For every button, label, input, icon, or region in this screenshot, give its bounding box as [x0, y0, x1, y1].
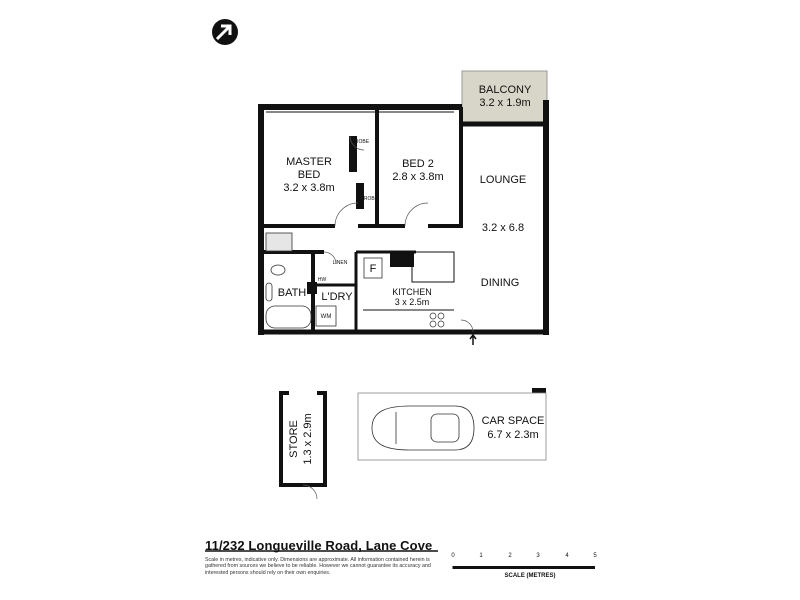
- fridge: [363, 257, 383, 279]
- bed2-size: 2.8 x 3.8m: [392, 171, 443, 183]
- car-icon: [371, 405, 475, 451]
- dining-name: DINING: [481, 277, 520, 289]
- wall-blocks: [307, 136, 546, 393]
- disclaimer-text: Scale in metres, indicative only. Dimens…: [205, 557, 431, 576]
- scale-bar: 0 1 2 3 4 5 SCALE (METRES): [451, 553, 597, 579]
- north-arrow-icon: [212, 19, 238, 45]
- car-space-name: CAR SPACE: [482, 415, 545, 427]
- robe-label-bed2: ROBE: [364, 196, 379, 202]
- door-swings: [323, 135, 474, 333]
- hw-label: HW: [318, 277, 327, 283]
- fridge-label: F: [370, 263, 377, 275]
- apartment-walls: [258, 100, 549, 335]
- car-space-size: 6.7 x 2.3m: [487, 429, 538, 441]
- robe-label-master: ROBE: [355, 139, 370, 145]
- scale-tick-5: 5: [593, 553, 597, 559]
- balcony: BALCONY 3.2 x 1.9m: [461, 70, 548, 125]
- master-bed-name-1: MASTER: [286, 156, 332, 168]
- balcony-name: BALCONY: [479, 84, 532, 96]
- master-bed-size: 3.2 x 3.8m: [283, 182, 334, 194]
- linen-label: LINEN: [333, 260, 348, 266]
- scale-tick-2: 2: [508, 553, 512, 559]
- scale-tick-3: 3: [536, 553, 540, 559]
- store-size: 1.3 x 2.9m: [302, 413, 314, 464]
- car-space: CAR SPACE 6.7 x 2.3m: [357, 392, 547, 461]
- scale-tick-0: 0: [451, 553, 455, 559]
- lounge-size: 3.2 x 6.8: [482, 222, 524, 234]
- bath-name: BATH: [278, 287, 307, 299]
- store-name: STORE: [288, 420, 300, 458]
- wm-label: WM: [321, 314, 332, 320]
- washing-machine: [315, 305, 337, 327]
- kitchen-size: 3 x 2.5m: [395, 297, 430, 307]
- kitchen-name: KITCHEN: [392, 287, 432, 297]
- lounge-name: LOUNGE: [480, 174, 526, 186]
- scale-tick-4: 4: [565, 553, 569, 559]
- property-address: 11/232 Longueville Road, Lane Cove: [205, 538, 433, 553]
- bath-fixtures: [265, 232, 312, 329]
- balcony-size: 3.2 x 1.9m: [479, 97, 530, 109]
- scale-tick-1: 1: [479, 553, 483, 559]
- bed2-name: BED 2: [402, 158, 434, 170]
- cooktop: [429, 312, 445, 328]
- master-bed-name-2: BED: [298, 169, 321, 181]
- entry-arrow-icon: [469, 333, 477, 345]
- laundry-name: L'DRY: [321, 291, 353, 303]
- store: STORE 1.3 x 2.9m: [279, 389, 327, 500]
- scale-label: SCALE (METRES): [505, 573, 556, 579]
